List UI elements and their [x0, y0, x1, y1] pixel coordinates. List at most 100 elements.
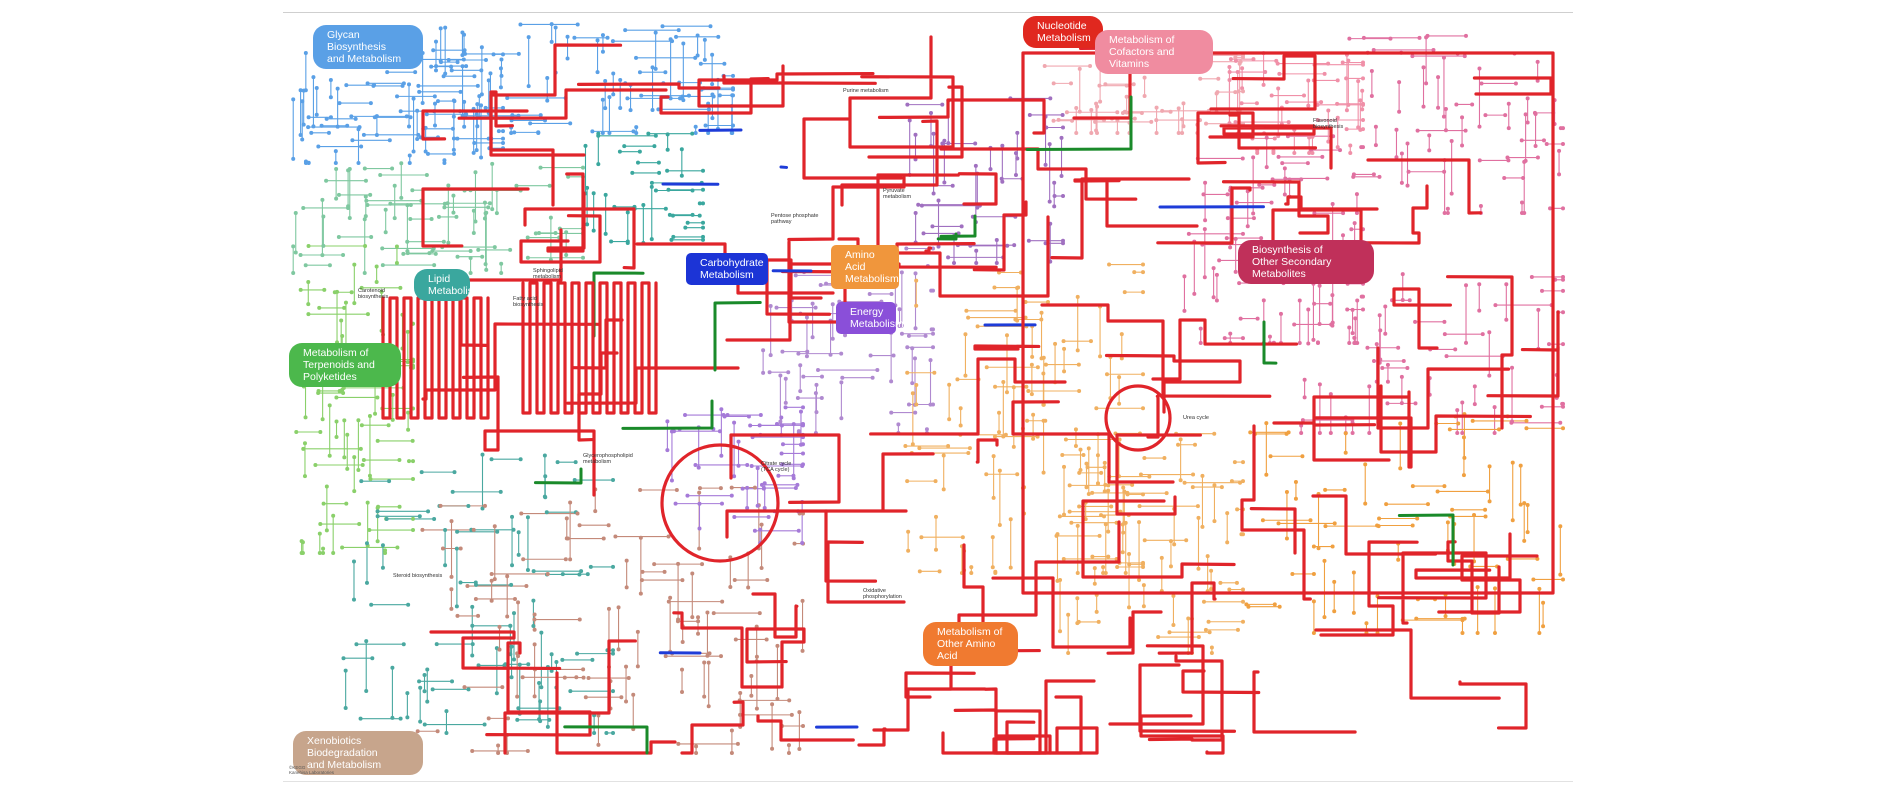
category-energy[interactable]: Energy Metabolism: [836, 302, 904, 334]
category-xenobiotics[interactable]: Xenobiotics Biodegradation and Metabolis…: [293, 731, 423, 775]
compound-node: [1098, 354, 1103, 359]
compound-node: [1171, 623, 1176, 628]
compound-node: [405, 203, 410, 208]
compound-node: [514, 183, 519, 188]
category-cofactors[interactable]: Metabolism of Cofactors and Vitamins: [1095, 30, 1213, 74]
compound-node: [291, 97, 296, 102]
label-pentose-phosphate[interactable]: Pentose phosphate pathway: [771, 213, 819, 225]
compound-node: [676, 617, 681, 622]
compound-node: [335, 86, 340, 91]
label-steroid[interactable]: Steroid biosynthesis: [393, 573, 443, 579]
label-flavonoid[interactable]: Flavonoid biosynthesis: [1313, 118, 1344, 130]
highlighted-route: [1011, 400, 1175, 484]
compound-node: [1477, 282, 1482, 287]
compound-node: [497, 624, 502, 629]
compound-node: [498, 66, 503, 71]
compound-node: [671, 429, 676, 434]
compound-node: [1257, 182, 1262, 187]
compound-node: [670, 39, 675, 44]
compound-node: [1292, 151, 1297, 155]
compound-node: [749, 464, 754, 469]
category-glycan[interactable]: Glycan Biosynthesis and Metabolism: [313, 25, 423, 69]
compound-node: [303, 161, 308, 165]
compound-node: [1460, 616, 1465, 621]
compound-node: [947, 382, 952, 387]
compound-node: [745, 506, 750, 511]
label-urea-cycle[interactable]: Urea cycle: [1183, 415, 1209, 421]
category-other-amino[interactable]: Metabolism of Other Amino Acid: [923, 622, 1018, 666]
compound-node: [549, 652, 554, 657]
compound-node: [1124, 83, 1129, 88]
compound-node: [1078, 467, 1083, 472]
compound-node: [532, 617, 537, 622]
compound-node: [748, 423, 753, 428]
highlighted-route: [1262, 320, 1278, 365]
compound-node: [906, 333, 911, 338]
label-pyruvate[interactable]: Pyruvate metabolism: [883, 188, 912, 200]
compound-node: [931, 191, 936, 196]
highlighted-route: [1050, 177, 1191, 260]
compound-node: [666, 187, 671, 192]
label-citrate-cycle[interactable]: Citrate cycle (TCA cycle): [761, 461, 792, 473]
compound-node: [1361, 102, 1365, 107]
category-secondary[interactable]: Biosynthesis of Other Secondary Metaboli…: [1238, 240, 1374, 284]
compound-node: [537, 717, 542, 722]
compound-node: [1241, 89, 1245, 94]
compound-node: [936, 244, 941, 249]
compound-node: [653, 30, 658, 35]
label-carotenoid[interactable]: Carotenoid biosynthesis: [358, 288, 389, 300]
compound-node: [891, 353, 896, 358]
compound-node: [577, 523, 582, 528]
category-amino-acid[interactable]: Amino Acid Metabolism: [831, 245, 899, 289]
compound-node: [324, 116, 329, 121]
compound-node: [1047, 142, 1052, 147]
label-purine[interactable]: Purine metabolism: [843, 88, 889, 94]
label-fatty-acid[interactable]: Fatty acid biosynthesis: [513, 296, 544, 308]
compound-node: [372, 83, 377, 88]
compound-node: [1415, 516, 1420, 521]
compound-node: [458, 89, 463, 94]
label-sphingolipid[interactable]: Sphingolipid metabolism: [533, 268, 563, 280]
compound-node: [596, 133, 601, 138]
compound-node: [1349, 227, 1354, 232]
compound-node: [1410, 484, 1415, 489]
label-oxidative-phosphorylation[interactable]: Oxidative phosphorylation: [863, 588, 902, 600]
compound-node: [1453, 347, 1458, 352]
compound-node: [786, 751, 791, 755]
category-carbohydrate[interactable]: Carbohydrate Metabolism: [686, 253, 768, 285]
compound-node: [1236, 89, 1241, 94]
compound-node: [997, 468, 1002, 473]
compound-node: [1097, 83, 1102, 88]
compound-node: [1271, 151, 1276, 155]
compound-node: [701, 187, 705, 192]
highlighted-route: [1106, 610, 1163, 655]
compound-node: [917, 569, 922, 574]
compound-node: [963, 332, 968, 337]
compound-node: [1182, 308, 1187, 313]
compound-node: [1124, 110, 1129, 115]
compound-node: [931, 402, 935, 407]
category-lipid[interactable]: Lipid Metabolism: [414, 269, 482, 301]
compound-node: [1047, 199, 1052, 204]
compound-node: [1523, 112, 1528, 117]
compound-node: [749, 674, 754, 679]
compound-node: [1383, 331, 1388, 336]
compound-node: [650, 65, 655, 70]
compound-node: [1548, 206, 1553, 211]
compound-node: [365, 500, 370, 505]
compound-node: [358, 446, 363, 451]
compound-node: [1398, 466, 1403, 471]
compound-node: [764, 637, 769, 642]
compound-node: [1347, 341, 1352, 345]
category-terpenoid[interactable]: Metabolism of Terpenoids and Polyketides: [289, 343, 401, 387]
compound-node: [1092, 581, 1097, 586]
category-nucleotide[interactable]: Nucleotide Metabolism: [1023, 16, 1103, 48]
label-glycerophospholipid[interactable]: Glycerophospholipid metabolism: [583, 453, 633, 465]
compound-node: [1472, 513, 1477, 518]
highlighted-route: [1437, 554, 1539, 614]
compound-node: [375, 539, 380, 544]
compound-node: [526, 662, 531, 667]
compound-node: [1057, 514, 1062, 519]
compound-node: [697, 490, 702, 495]
compound-node: [1535, 155, 1540, 160]
